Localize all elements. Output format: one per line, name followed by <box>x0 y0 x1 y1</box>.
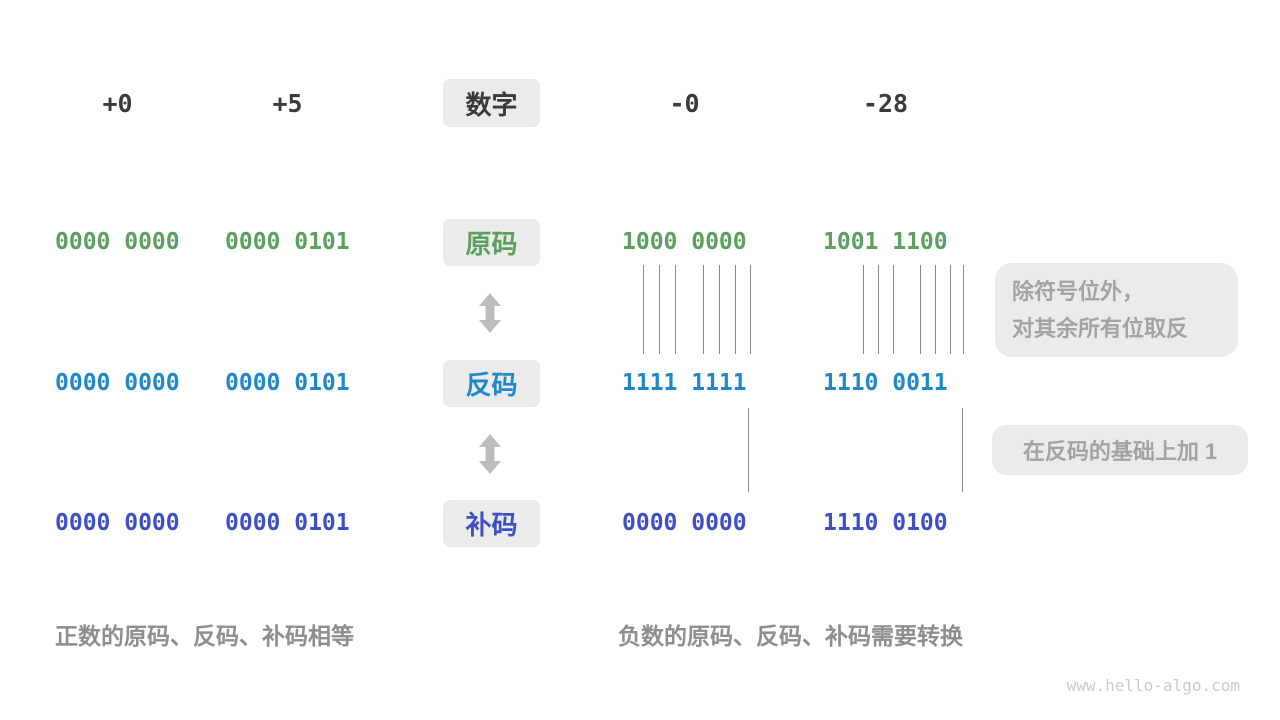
twos-complement-chip: 补码 <box>443 500 540 547</box>
invert-line <box>703 265 704 354</box>
twos-complement-neg-zero: 0000 0000 <box>622 510 747 536</box>
twos-complement-neg-28: 1110 0100 <box>823 510 948 536</box>
invert-line <box>735 265 736 354</box>
invert-line <box>863 265 864 354</box>
ones-complement-label: 反码 <box>465 370 518 400</box>
header-number-pos-five: +5 <box>272 89 303 118</box>
caption-negative: 负数的原码、反码、补码需要转换 <box>618 623 963 649</box>
sign-magnitude-neg-zero: 1000 0000 <box>622 229 747 255</box>
invert-line <box>893 265 894 354</box>
sign-magnitude-neg-28: 1001 1100 <box>823 229 948 255</box>
updown-arrow-icon <box>479 293 501 333</box>
invert-note-line1: 除符号位外， <box>1012 279 1145 304</box>
invert-line <box>675 265 676 354</box>
sign-magnitude-pos-zero: 0000 0000 <box>55 229 180 255</box>
number-label-chip: 数字 <box>443 79 540 127</box>
ones-complement-pos-five: 0000 0101 <box>225 370 350 396</box>
invert-line <box>878 265 879 354</box>
add-one-note-line1: 在反码的基础上加 1 <box>1022 439 1218 464</box>
invert-line <box>643 265 644 354</box>
invert-note: 除符号位外， 对其余所有位取反 <box>995 263 1238 357</box>
invert-line <box>963 265 964 354</box>
sign-magnitude-pos-five: 0000 0101 <box>225 229 350 255</box>
invert-line <box>935 265 936 354</box>
header-number-neg-28: -28 <box>862 89 909 118</box>
twos-complement-label: 补码 <box>465 510 518 540</box>
ones-complement-chip: 反码 <box>443 360 540 407</box>
invert-line <box>920 265 921 354</box>
watermark: www.hello-algo.com <box>1066 676 1240 695</box>
sign-magnitude-chip: 原码 <box>443 219 540 266</box>
header-number-neg-zero: -0 <box>669 89 700 118</box>
twos-complement-pos-five: 0000 0101 <box>225 510 350 536</box>
sign-magnitude-label: 原码 <box>465 229 518 259</box>
invert-line <box>950 265 951 354</box>
add-one-line <box>748 408 749 492</box>
twos-complement-pos-zero: 0000 0000 <box>55 510 180 536</box>
ones-complement-pos-zero: 0000 0000 <box>55 370 180 396</box>
ones-complement-neg-zero: 1111 1111 <box>622 370 747 396</box>
invert-line <box>750 265 751 354</box>
number-label-text: 数字 <box>465 89 518 120</box>
invert-line <box>659 265 660 354</box>
add-one-line <box>962 408 963 492</box>
updown-arrow-icon <box>479 434 501 474</box>
header-number-pos-zero: +0 <box>102 89 133 118</box>
ones-complement-neg-28: 1110 0011 <box>823 370 948 396</box>
caption-positive: 正数的原码、反码、补码相等 <box>55 623 354 649</box>
add-one-note: 在反码的基础上加 1 <box>992 425 1248 475</box>
invert-note-line2: 对其余所有位取反 <box>1012 316 1189 341</box>
invert-line <box>719 265 720 354</box>
